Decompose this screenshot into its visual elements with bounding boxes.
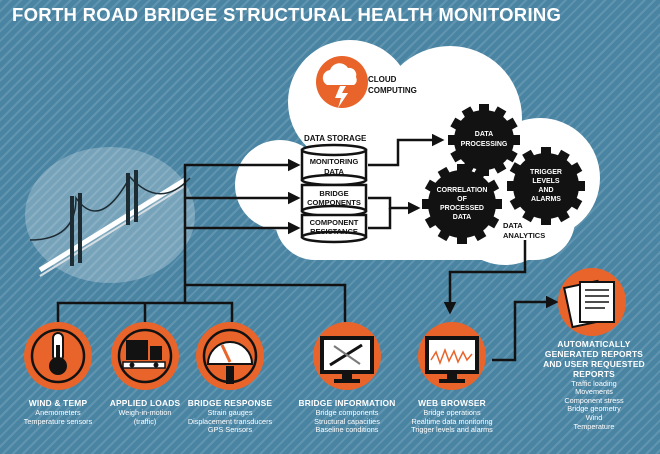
wind-temp-detail: Anemometers [35, 407, 81, 417]
data-storage-label: DATA STORAGE [304, 134, 367, 143]
reports-label: AUTOMATICALLY GENERATED REPORTS AND USER… [536, 339, 652, 431]
storage-cylinder-components [300, 183, 368, 218]
cloud-label-line2: COMPUTING [368, 86, 417, 95]
storage-label: COMPONENT [310, 218, 359, 227]
bridge-information-label: BRIDGE INFORMATION Bridge components Str… [292, 398, 402, 435]
gauge-icon [196, 322, 264, 390]
reports-detail: Movements [575, 387, 613, 397]
cloud-label-line1: CLOUD [368, 75, 397, 84]
wind-temp-title: WIND & TEMP [28, 398, 88, 408]
bridge-illustration [25, 147, 195, 283]
bridge-response-detail: Strain gauges [207, 407, 253, 417]
bridge-response-detail: Displacement transducers [187, 416, 273, 426]
gear-label: TRIGGER [530, 169, 562, 176]
applied-loads-label: APPLIED LOADS Weigh-in-motion (traffic) [100, 398, 190, 426]
wind-temp-label: WIND & TEMP Anemometers Temperature sens… [8, 398, 108, 426]
monitor-graph-icon [418, 322, 486, 390]
reports-detail: Wind [585, 413, 603, 423]
web-browser-label: WEB BROWSER Bridge operations Realtime d… [400, 398, 504, 435]
reports-title: GENERATED REPORTS [544, 348, 644, 359]
bridge-information-detail: Baseline conditions [315, 425, 379, 435]
gear-label: OF [457, 196, 467, 203]
web-browser-title: WEB BROWSER [418, 398, 486, 408]
truck-icon [111, 322, 179, 390]
gear-correlation-icon [422, 164, 502, 244]
gear-label: PROCESSING [461, 141, 508, 148]
gear-trigger-levels-icon [507, 147, 585, 225]
bridge-information-detail: Bridge components [315, 407, 379, 417]
gear-label: ALARMS [531, 196, 561, 203]
storage-label: COMPONENTS [307, 198, 361, 207]
gear-label: DATA [475, 131, 493, 138]
analytics-label: ANALYTICS [503, 231, 545, 240]
bridge-information-title: BRIDGE INFORMATION [298, 398, 396, 408]
analytics-label: DATA [503, 221, 523, 230]
documents-icon [558, 268, 626, 336]
web-browser-detail: Trigger levels and alarms [411, 425, 493, 435]
reports-detail: Component stress [564, 395, 624, 405]
reports-detail: Temperature [573, 421, 615, 431]
cloud-arrows [368, 133, 490, 230]
gear-label: PROCESSED [440, 205, 484, 212]
bridge-information-detail: Structural capacities [314, 416, 380, 426]
reports-detail: Traffic loading [571, 378, 617, 388]
monitor-tools-icon [313, 322, 381, 390]
applied-loads-detail: Weigh-in-motion [118, 407, 172, 417]
storage-cylinder-monitoring [300, 143, 368, 187]
reports-title: AND USER REQUESTED [543, 358, 645, 369]
thermometer-icon [24, 322, 92, 390]
reports-title: REPORTS [573, 368, 615, 379]
gear-label: LEVELS [532, 178, 560, 185]
gear-label: CORRELATION [437, 187, 488, 194]
cloud-lightning-icon [316, 56, 368, 108]
web-browser-detail: Bridge operations [423, 407, 481, 417]
reports-title: AUTOMATICALLY [557, 339, 631, 349]
bridge-response-detail: GPS Sensors [207, 425, 253, 435]
gear-label: DATA [453, 214, 471, 221]
applied-loads-detail: (traffic) [133, 416, 157, 426]
storage-label: DATA [324, 167, 344, 176]
storage-label: BRIDGE [319, 189, 348, 198]
storage-label: RESISTANCE [310, 227, 358, 236]
applied-loads-title: APPLIED LOADS [109, 398, 181, 408]
page-title: FORTH ROAD BRIDGE STRUCTURAL HEALTH MONI… [12, 4, 562, 25]
gears-group [422, 104, 585, 244]
gear-label: AND [538, 187, 553, 194]
bridge-response-title: BRIDGE RESPONSE [187, 398, 273, 408]
storage-cylinder-resistance [300, 213, 368, 244]
connector-lines [56, 158, 559, 362]
wind-temp-detail: Temperature sensors [23, 416, 93, 426]
storage-label: MONITORING [310, 157, 359, 166]
bridge-response-label: BRIDGE RESPONSE Strain gauges Displaceme… [178, 398, 282, 435]
web-browser-detail: Realtime data monitoring [411, 416, 493, 426]
reports-detail: Bridge geometry [567, 404, 621, 414]
